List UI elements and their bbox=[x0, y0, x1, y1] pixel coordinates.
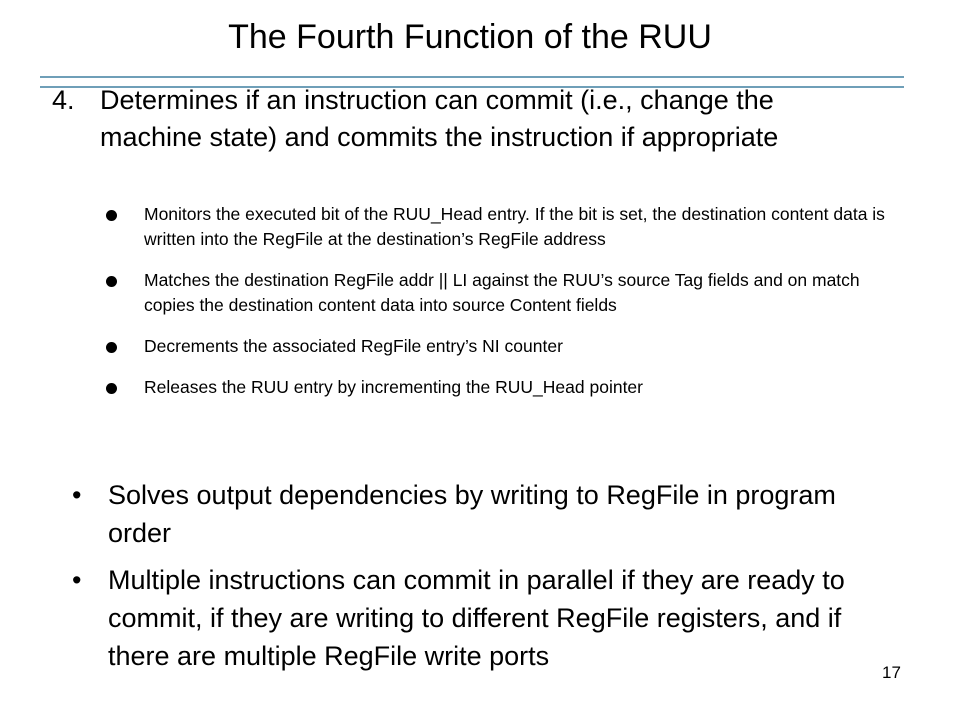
bullet-icon: • bbox=[72, 565, 82, 595]
item-number: 4. bbox=[52, 85, 75, 115]
sub-bullet-text: Monitors the executed bit of the RUU_Hea… bbox=[144, 204, 885, 249]
sub-bullet-item: Matches the destination RegFile addr || … bbox=[100, 268, 900, 318]
title-divider-top bbox=[40, 76, 904, 78]
sub-bullet-text: Decrements the associated RegFile entry’… bbox=[144, 336, 563, 356]
bullet-item: • Multiple instructions can commit in pa… bbox=[72, 561, 892, 675]
sub-bullet-text: Matches the destination RegFile addr || … bbox=[144, 270, 860, 315]
sub-bullet-item: Decrements the associated RegFile entry’… bbox=[100, 334, 900, 359]
item-text: Determines if an instruction can commit … bbox=[100, 85, 779, 152]
sub-bullet-item: Releases the RUU entry by incrementing t… bbox=[100, 375, 900, 400]
sub-bullet-item: Monitors the executed bit of the RUU_Hea… bbox=[100, 202, 900, 252]
title-divider-bottom bbox=[40, 86, 904, 88]
bullet-list: • Solves output dependencies by writing … bbox=[72, 476, 892, 684]
bullet-dot-icon bbox=[106, 276, 117, 287]
bullet-dot-icon bbox=[106, 210, 117, 221]
bullet-dot-icon bbox=[106, 383, 117, 394]
numbered-item: 4. Determines if an instruction can comm… bbox=[52, 82, 872, 156]
bullet-dot-icon bbox=[106, 342, 117, 353]
sub-bullet-list: Monitors the executed bit of the RUU_Hea… bbox=[100, 202, 900, 416]
bullet-text: Multiple instructions can commit in para… bbox=[108, 565, 845, 671]
bullet-item: • Solves output dependencies by writing … bbox=[72, 476, 892, 552]
bullet-icon: • bbox=[72, 480, 82, 510]
sub-bullet-text: Releases the RUU entry by incrementing t… bbox=[144, 377, 643, 397]
page-number: 17 bbox=[882, 663, 901, 682]
bullet-text: Solves output dependencies by writing to… bbox=[108, 480, 836, 548]
slide-title: The Fourth Function of the RUU bbox=[228, 18, 712, 56]
